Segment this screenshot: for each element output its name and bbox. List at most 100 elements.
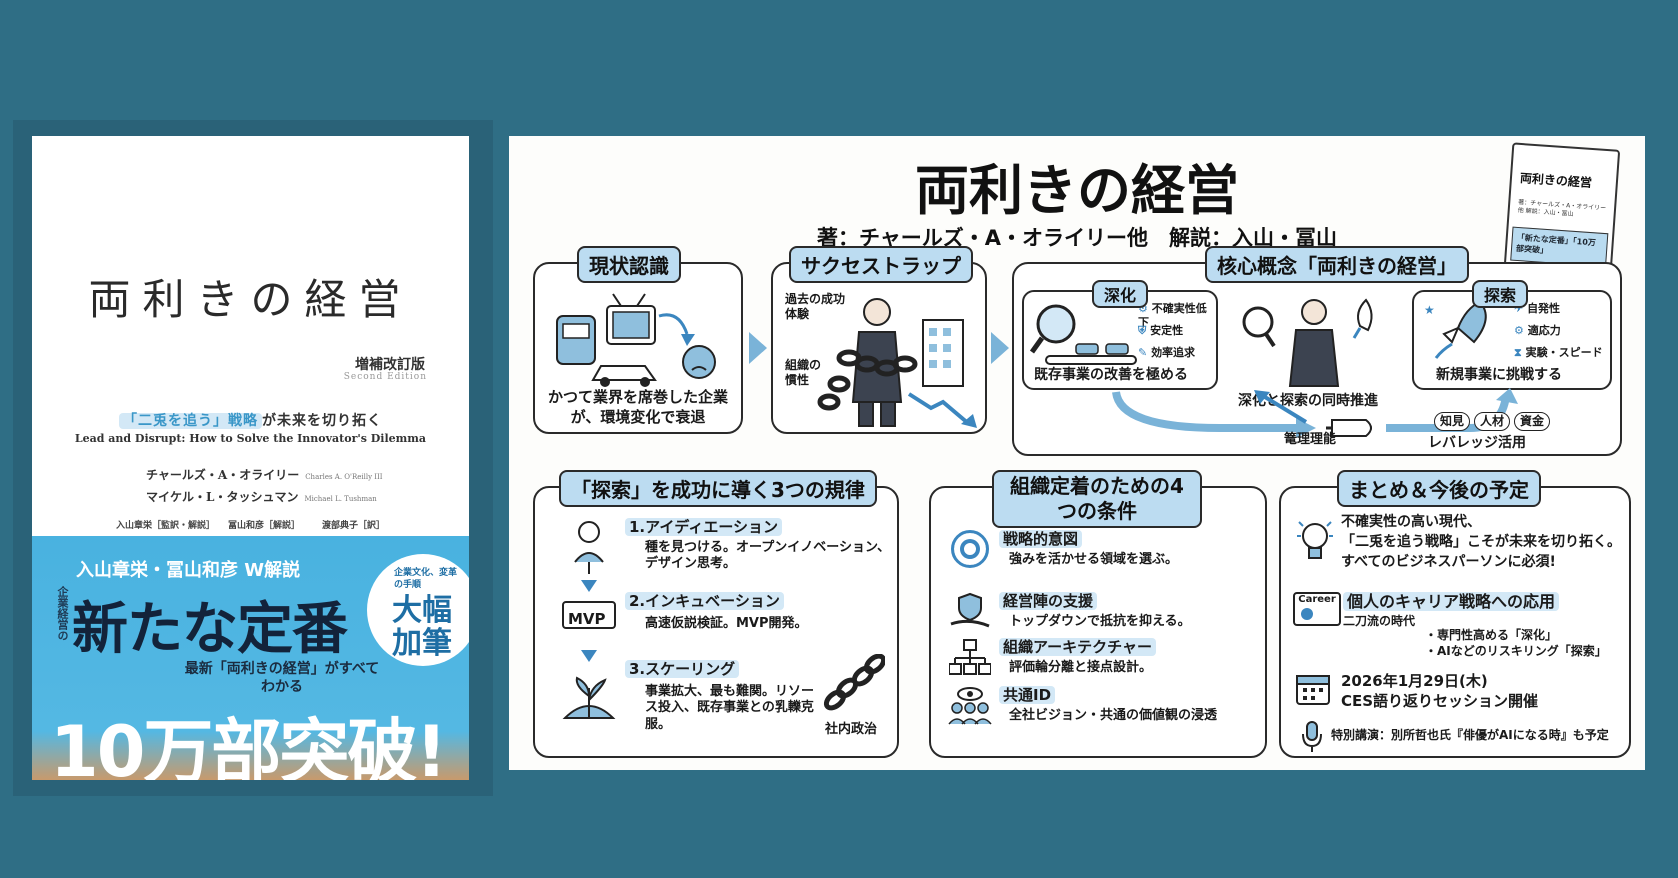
book-thumb-title: 両利きの経営 xyxy=(1519,171,1593,191)
panel-four-conditions-title: 組織定着のための4つの条件 xyxy=(992,470,1202,528)
cover-edition: 増補改訂版 xyxy=(355,357,425,373)
condition-4-desc: 全社ビジョン・共通の価値観の浸透 xyxy=(1009,708,1218,723)
office-politics-label: 社内政治 xyxy=(825,722,878,737)
panel-summary: 不確実性の高い現代、 「二兎を追う戦略」こそが未来を切り拓く。 すべてのビジネス… xyxy=(1279,486,1631,758)
panel-success-trap-title: サクセストラップ xyxy=(789,246,973,283)
book-thumbnail: 両利きの経営 著：チャールズ・A・オライリー他 解説：入山・冨山 「新たな定番」… xyxy=(1503,142,1621,274)
career-line-2: ・専門性高める「深化」 xyxy=(1425,628,1558,642)
discipline-3-title-text: 3.スケーリング xyxy=(625,660,740,678)
career-line-3: ・AIなどのリスキリング「探索」 xyxy=(1425,644,1607,658)
hand-shield-icon xyxy=(950,592,990,628)
cover-translator-1: 入山章栄［監訳・解説］ xyxy=(116,521,216,531)
panel-success-trap: 過去の成功体験 組織の慣性 xyxy=(771,262,987,434)
condition-2-title-text: 経営陣の支援 xyxy=(999,592,1098,610)
discipline-3-desc: 事業拡大、最も難関。リソース投入、既存事業との乳轢克服。 xyxy=(645,684,815,732)
success-trap-past: 過去の成功体験 xyxy=(785,292,846,321)
plane-icon: ✈ xyxy=(1514,302,1524,315)
svg-text:★: ★ xyxy=(1424,303,1435,317)
discipline-flow-icon xyxy=(562,521,616,719)
asset-chip-knowledge: 知見 xyxy=(1434,412,1471,431)
deep-item-3-label: 効率追求 xyxy=(1151,346,1196,359)
deep-title: 深化 xyxy=(1092,280,1149,308)
explore-item-1: ✈ 自発性 xyxy=(1514,302,1560,316)
cover-translator-2: 冨山和彦［解説］ xyxy=(228,521,301,531)
current-state-caption: かつて業界を席巻した企業が、環境変化で衰退 xyxy=(547,388,728,426)
hourglass-icon: ⧗ xyxy=(1514,346,1522,359)
person-icon xyxy=(1301,608,1313,620)
condition-4-title-text: 共通ID xyxy=(999,686,1056,704)
event-title: CES語り返りセッション開催 xyxy=(1341,692,1539,710)
people-eye-icon xyxy=(948,687,992,725)
asset-chip-people: 人材 xyxy=(1474,412,1511,431)
org-chart-icon xyxy=(949,639,991,675)
explore-item-3-label: 実験・スピード xyxy=(1525,346,1603,359)
success-trap-inertia: 組織の慣性 xyxy=(785,358,822,387)
target-icon xyxy=(951,530,989,568)
deep-item-1: ⚙ 不確実性低下 xyxy=(1138,302,1216,330)
cover-translator-3: 渡部典子［訳］ xyxy=(322,521,386,531)
deep-item-3: ✎ 効率追求 xyxy=(1138,346,1195,360)
flow-arrow-icon xyxy=(749,332,767,364)
asset-chip-capital: 資金 xyxy=(1514,412,1551,431)
book-thumb-sub: 著：チャールズ・A・オライリー他 解説：入山・冨山 xyxy=(1517,198,1607,218)
panel-core-concept-title: 核心概念「両利きの経営」 xyxy=(1205,246,1469,283)
infographic: 両利きの経営 著：チャールズ・A・オライリー他 解説：入山・冨山 両利きの経営 … xyxy=(509,136,1645,770)
condition-1-title-text: 戦略的意図 xyxy=(999,530,1083,548)
condition-3-title: 組織アーキテクチャー xyxy=(999,638,1156,658)
microphone-icon xyxy=(1302,721,1322,752)
gear-icon: ⚙ xyxy=(1138,302,1148,315)
cover-tagline: 「二兎を追う」戦略が未来を切り拓く xyxy=(32,410,469,430)
explore-item-2: ⚙ 適応力 xyxy=(1514,324,1561,338)
cover-w-commentary: 入山章栄・冨山和彦 W解説 xyxy=(76,560,301,581)
cover-million: 10万部突破! xyxy=(50,711,447,780)
explore-item-2-label: 適応力 xyxy=(1527,324,1561,337)
magnifier-conveyor-icon xyxy=(1030,304,1137,365)
condition-3-title-text: 組織アーキテクチャー xyxy=(999,638,1156,656)
discipline-2-title-text: 2.インキュベーション xyxy=(625,592,784,610)
cover-english-title: Lead and Disrupt: How to Solve the Innov… xyxy=(74,432,427,445)
career-line-1: 二刀流の時代 xyxy=(1343,614,1416,628)
condition-1-desc: 強みを活かせる領域を選ぶ。 xyxy=(1009,552,1179,567)
discipline-1-desc: 種を見つける。オープンイノベーション、デザイン思考。 xyxy=(645,540,891,572)
condition-3-desc: 評価輪分離と接点設計。 xyxy=(1009,660,1153,675)
discipline-2-desc: 高速仮説検証。MVP開発。 xyxy=(645,616,808,631)
deep-item-1-label: 不確実性低下 xyxy=(1138,302,1207,329)
discipline-1-title: 1.アイディエーション xyxy=(625,518,783,538)
condition-2-title: 経営陣の支援 xyxy=(999,592,1098,612)
book-cover-frame: 両利きの経営 増補改訂版 Second Edition 「二兎を追う」戦略が未来… xyxy=(13,120,493,796)
panel-four-conditions: 戦略的意図 強みを活かせる領域を選ぶ。 経営陣の支援 トップダウンで抵抗を抑える… xyxy=(929,486,1267,758)
event-date: 2026年1月29日(木) xyxy=(1341,672,1488,690)
cover-badge-big: 大幅加筆 xyxy=(392,593,452,661)
summary-line-3: すべてのビジネスパーソンに必須! xyxy=(1341,554,1556,570)
explore-item-1-label: 自発性 xyxy=(1527,302,1561,315)
author-1-en: Charles A. O'Reilly III xyxy=(305,473,383,481)
panel-summary-title: まとめ＆今後の予定 xyxy=(1337,470,1541,507)
cover-edition-en: Second Edition xyxy=(343,372,427,382)
lightbulb-icon xyxy=(1297,521,1333,559)
cover-standard: 新たな定番 xyxy=(72,596,348,662)
cover-latest: 最新「両利きの経営」がすべてわかる xyxy=(184,661,380,696)
center-caption: 深化と探索の同時推進 xyxy=(1238,393,1378,409)
rocket-icon: ★ xyxy=(1424,300,1487,359)
summary-line-1: 不確実性の高い現代、 xyxy=(1341,514,1481,530)
explore-item-3: ⧗ 実験・スピード xyxy=(1514,346,1603,360)
career-title-text: 個人のキャリア戦略への応用 xyxy=(1343,592,1560,611)
info-subtitle: 著：チャールズ・A・オライリー他 解説：入山・冨山 xyxy=(816,226,1338,250)
deep-item-2-label: 安定性 xyxy=(1150,324,1184,337)
book-cover: 両利きの経営 増補改訂版 Second Edition 「二兎を追う」戦略が未来… xyxy=(32,136,469,780)
explore-title: 探索 xyxy=(1472,280,1529,308)
special-lecture: 特別講演：別所哲也氏『俳優がAIになる時』も予定 xyxy=(1331,728,1609,742)
summary-line-2: 「二兎を追う戦略」こそが未来を切り拓く。 xyxy=(1341,534,1621,550)
condition-4-title: 共通ID xyxy=(999,686,1056,706)
shield-icon: ⛨ xyxy=(1138,324,1147,337)
manage-caption: 篭理理能 xyxy=(1284,432,1337,447)
asset-chips: 知見 人材 資金 xyxy=(1434,412,1551,431)
cover-title: 両利きの経営 xyxy=(88,275,413,324)
deep-box: ⚙ 不確実性低下 ⛨ 安定性 ✎ 効率追求 既存事業の改善を極める xyxy=(1022,290,1218,390)
deep-caption: 既存事業の改善を極める xyxy=(1034,367,1188,383)
panel-three-disciplines: MVP 1.アイディエーション 種を見つける。オープンイノベーション、デザイン思… xyxy=(533,486,899,758)
panel-current-state-title: 現状認識 xyxy=(577,246,681,283)
businessman-magnifier-rocket-icon xyxy=(1242,298,1373,387)
